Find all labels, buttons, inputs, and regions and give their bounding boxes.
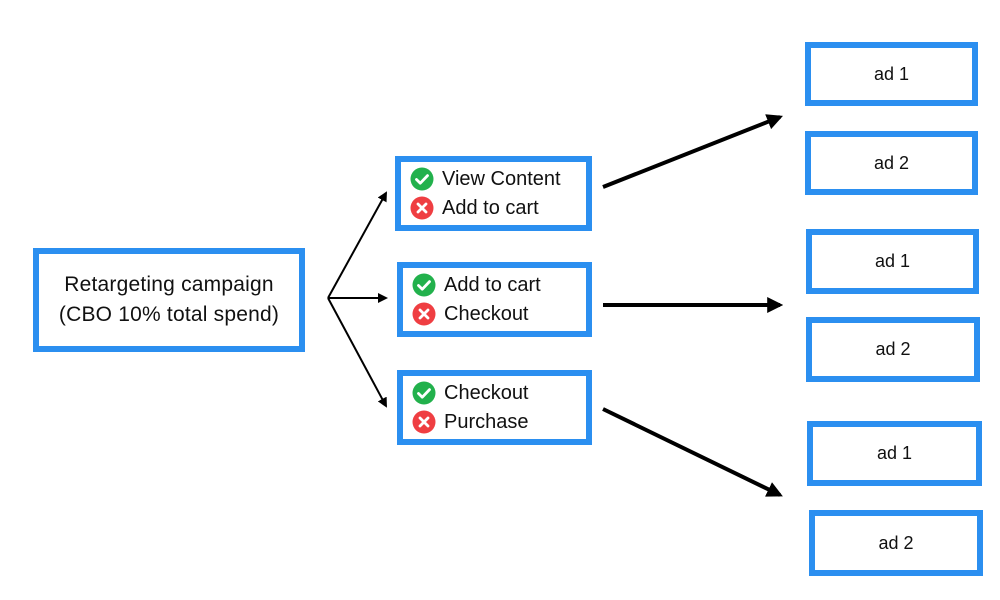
ad-label: ad 2: [875, 339, 911, 359]
exclude-row: Add to cart: [410, 194, 586, 223]
ad-box: ad 1: [807, 421, 982, 486]
check-circle-icon: [410, 167, 434, 191]
audience-box-3: Checkout Purchase: [397, 370, 592, 445]
audience-box-2: Add to cart Checkout: [397, 262, 592, 337]
check-circle-icon: [412, 381, 436, 405]
audience-box-1: View Content Add to cart: [395, 156, 592, 231]
arrow-to-adset-3: [602, 407, 783, 497]
include-label: Add to cart: [444, 273, 541, 296]
ad-box: ad 1: [806, 229, 979, 294]
exclude-label: Add to cart: [442, 196, 539, 219]
arrow-to-adset-1: [602, 114, 783, 189]
x-circle-icon: [410, 196, 434, 220]
x-circle-icon: [412, 302, 436, 326]
ad-label: ad 1: [874, 251, 911, 271]
include-row: View Content: [410, 165, 586, 194]
campaign-title: Retargeting campaign: [64, 273, 274, 296]
ad-box: ad 2: [809, 510, 983, 576]
ad-label: ad 1: [876, 443, 913, 463]
exclude-row: Purchase: [412, 408, 586, 437]
ad-box: ad 2: [806, 317, 980, 382]
ad-box: ad 2: [805, 131, 978, 195]
exclude-label: Purchase: [444, 410, 529, 433]
ad-label: ad 1: [873, 63, 910, 84]
include-label: View Content: [442, 167, 561, 190]
include-row: Checkout: [412, 379, 586, 408]
check-circle-icon: [412, 273, 436, 297]
x-circle-icon: [412, 410, 436, 434]
exclude-label: Checkout: [444, 302, 529, 325]
ad-box: ad 1: [805, 42, 978, 106]
campaign-subtitle: (CBO 10% total spend): [58, 303, 280, 326]
ad-label: ad 2: [873, 152, 910, 173]
include-label: Checkout: [444, 381, 529, 404]
exclude-row: Checkout: [412, 300, 586, 329]
arrow-to-audience-3: [327, 297, 387, 408]
include-row: Add to cart: [412, 271, 586, 300]
campaign-box: Retargeting campaign (CBO 10% total spen…: [33, 248, 305, 352]
arrow-to-audience-1: [327, 191, 387, 299]
ad-label: ad 2: [878, 532, 914, 553]
